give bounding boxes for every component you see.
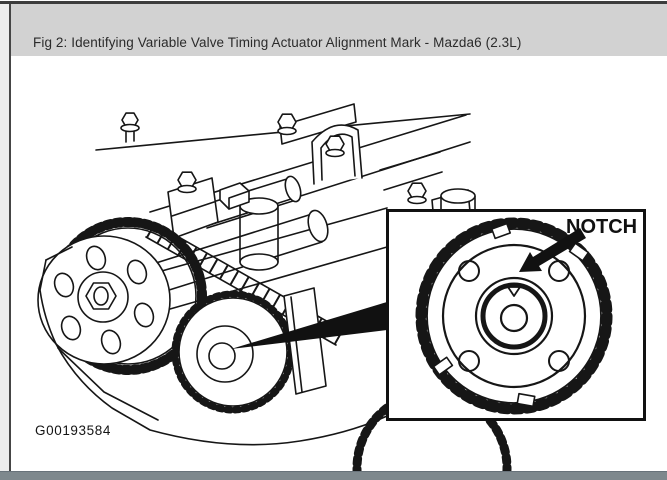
left-page-margin (0, 0, 9, 471)
figure-caption-bar: Fig 2: Identifying Variable Valve Timing… (11, 4, 667, 56)
figure-title: Fig 2: Identifying Variable Valve Timing… (33, 35, 522, 50)
figure-content-area (11, 56, 667, 471)
figure-id-label: G00193584 (35, 423, 111, 438)
left-frame-border (9, 1, 11, 471)
bottom-status-bar (0, 471, 667, 480)
window-top-edge (0, 0, 667, 4)
